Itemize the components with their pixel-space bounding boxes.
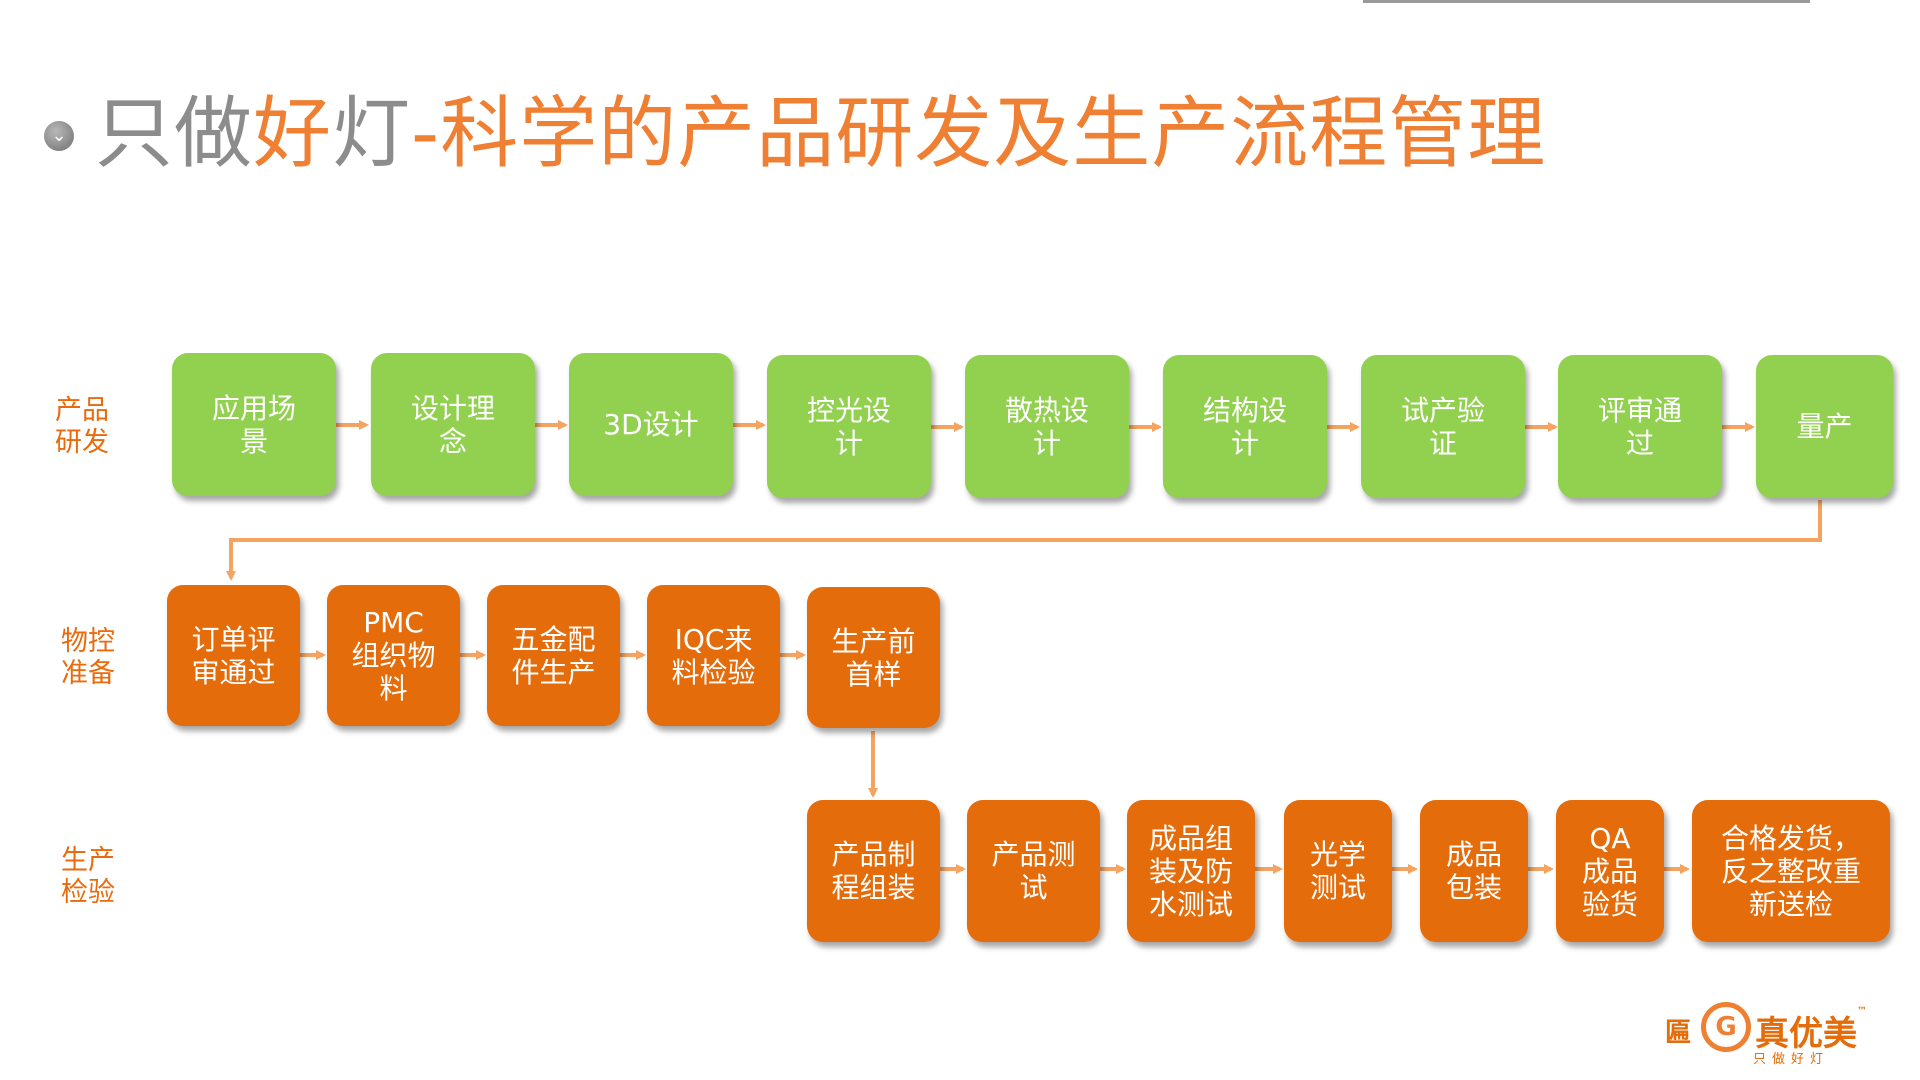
step-process-assembly: 产品制 程组装: [807, 800, 940, 942]
row-label-material: 物控 准备: [61, 626, 115, 689]
step-order-review: 订单评 审通过: [167, 585, 300, 726]
logo-mark: 匾: [1665, 1018, 1692, 1048]
step-first-sample: 生产前 首样: [807, 587, 940, 728]
logo-tm: ™: [1857, 1006, 1867, 1017]
title-part-4: -科学的产品研发及生产流程管理: [411, 89, 1547, 179]
logo-name: 真优美™: [1755, 1006, 1867, 1055]
step-qa-inspection: QA 成品 验货: [1556, 800, 1664, 942]
step-optical-testing: 光学 测试: [1284, 800, 1392, 942]
title-part-3: 灯: [332, 89, 412, 179]
step-iqc-inspection: IQC来 料检验: [647, 585, 780, 726]
step-product-testing: 产品测 试: [967, 800, 1100, 942]
step-waterproof-testing: 成品组 装及防 水测试: [1127, 800, 1255, 942]
step-application-scenario: 应用场 景: [172, 353, 336, 496]
title-part-1: 只做: [95, 89, 254, 179]
title-part-2: 好: [253, 89, 333, 179]
step-packaging: 成品 包装: [1420, 800, 1528, 942]
top-edge-strip: [1363, 0, 1810, 3]
step-structure-design: 结构设 计: [1163, 355, 1327, 498]
logo-slogan: 只做好灯: [1753, 1052, 1830, 1067]
step-heat-dissipation-design: 散热设 计: [965, 355, 1129, 498]
row-label-production: 生产 检验: [61, 845, 115, 908]
step-3d-design: 3D设计: [569, 353, 733, 496]
step-pmc-materials: PMC 组织物 料: [327, 585, 460, 726]
step-design-concept: 设计理 念: [371, 353, 535, 496]
logo-name-text: 真优美: [1755, 1014, 1857, 1054]
bullet-chevron-icon: ⌄: [44, 121, 74, 151]
brand-logo: 匾 G 真优美™ 只做好灯: [1665, 1000, 1867, 1070]
page-title: 只做好灯-科学的产品研发及生产流程管理: [95, 84, 1546, 184]
step-review-approved: 评审通 过: [1558, 355, 1722, 498]
arrow-down-icon: [226, 500, 1822, 581]
logo-circle-icon: G: [1701, 1002, 1751, 1052]
step-ship-or-rework: 合格发货， 反之整改重 新送检: [1692, 800, 1890, 942]
step-hardware-production: 五金配 件生产: [487, 585, 620, 726]
step-mass-production: 量产: [1756, 355, 1893, 498]
step-light-control-design: 控光设 计: [767, 355, 931, 498]
row-label-rnd: 产品 研发: [55, 395, 109, 458]
step-trial-production: 试产验 证: [1361, 355, 1525, 498]
